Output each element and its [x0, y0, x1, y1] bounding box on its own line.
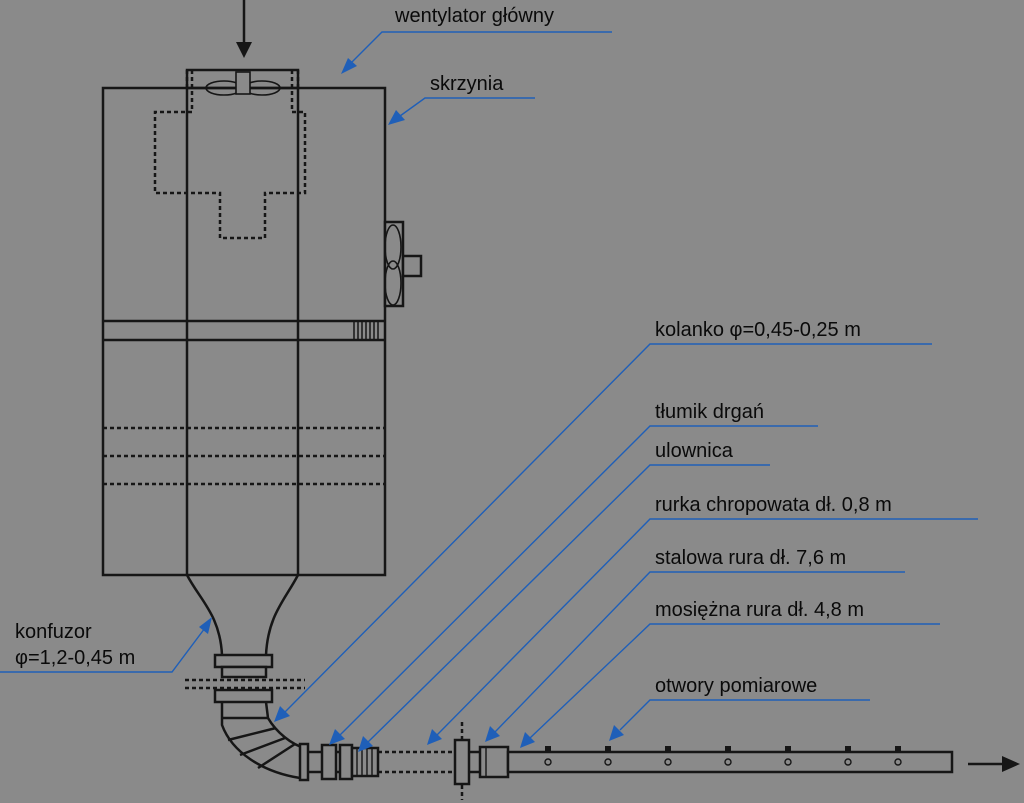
measurement-holes [544, 746, 902, 766]
leader-holes [609, 699, 870, 741]
label-holes: otwory pomiarowe [655, 675, 817, 697]
leader-elbow [274, 343, 932, 722]
label-confusor-diameter: φ=1,2-0,45 m [15, 647, 135, 669]
main-fan [153, 70, 307, 240]
label-box: skrzynia [430, 73, 504, 95]
side-fan [383, 220, 423, 308]
label-rough-pipe: rurka chropowata dł. 0,8 m [655, 494, 892, 516]
main-box [101, 68, 387, 577]
band-hatch [353, 321, 379, 340]
label-elbow: kolanko φ=0,45-0,25 m [655, 319, 861, 341]
inflow-arrow [236, 0, 252, 58]
label-damper: tłumik drgań [655, 401, 764, 423]
leader-steel-pipe [485, 571, 905, 742]
leader-brass-pipe [520, 623, 940, 748]
outflow-arrow [968, 756, 1020, 772]
confusor [185, 574, 305, 704]
leader-box [388, 97, 535, 125]
pipe-chain [308, 722, 954, 800]
label-steel-pipe: stalowa rura dł. 7,6 m [655, 547, 846, 569]
leader-main-fan [341, 31, 612, 74]
label-main-fan: wentylator główny [394, 5, 554, 27]
leader-rough-pipe [427, 518, 978, 745]
leader-damper [329, 425, 818, 745]
elbow [220, 701, 310, 782]
leader-straightener [358, 464, 770, 752]
label-straightener: ulownica [655, 440, 734, 462]
leader-confusor [0, 617, 212, 673]
label-confusor: konfuzor [15, 621, 92, 643]
label-brass-pipe: mosiężna rura dł. 4,8 m [655, 599, 864, 621]
